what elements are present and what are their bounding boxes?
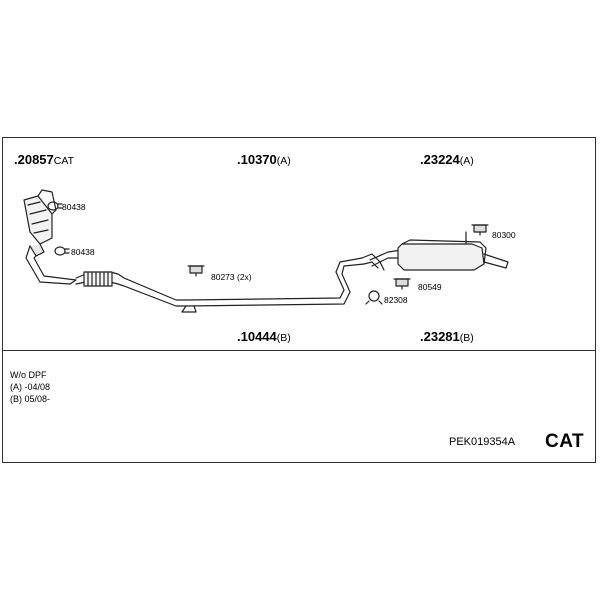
note-line: (B) 05/08- (10, 394, 51, 404)
hanger-icon (187, 265, 205, 277)
note-line: (A) -04/08 (10, 382, 51, 392)
notes-divider (2, 350, 596, 351)
clamp-icon (47, 201, 63, 211)
kit-code: PEK019354A (449, 436, 516, 448)
accessory-label-80438: 80438 (71, 247, 95, 257)
clamp-icon (54, 246, 70, 256)
part-label-23224: .23224(A) (420, 152, 474, 167)
hanger-icon (471, 224, 489, 236)
cat-badge: CAT (545, 431, 585, 452)
clamp-icon (365, 290, 383, 305)
front-pipe (75, 257, 365, 313)
hanger-icon (393, 278, 411, 290)
accessory-label-82308: 82308 (384, 295, 408, 305)
rear-silencer (361, 231, 509, 271)
part-label-23281: .23281(B) (420, 329, 474, 344)
diagram-frame (2, 137, 596, 463)
accessory-label-80300: 80300 (492, 230, 516, 240)
note-line: W/o DPF (10, 370, 47, 380)
catalytic-converter (23, 189, 77, 285)
accessory-label-80273: 80273 (2x) (211, 272, 252, 282)
part-label-20857: .20857CAT (14, 152, 74, 167)
accessory-label-80549: 80549 (418, 282, 442, 292)
part-label-10370: .10370(A) (237, 152, 291, 167)
part-label-10444: .10444(B) (237, 329, 291, 344)
accessory-label-80438: 80438 (62, 202, 86, 212)
